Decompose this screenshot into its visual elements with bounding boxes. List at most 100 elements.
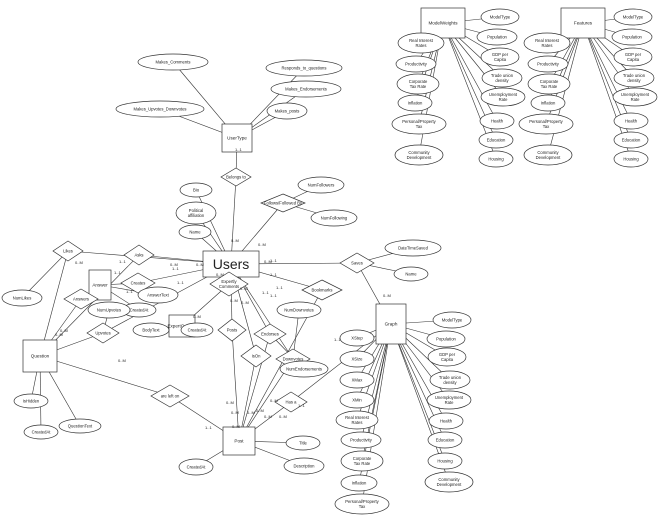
attribute-g_modeltype[interactable]: ModelType [432,311,472,329]
attribute-a_title[interactable]: Title [285,435,321,451]
attribute-g_health[interactable]: Health [428,412,464,430]
attribute-a_numfollowing[interactable]: NumFollowing [310,209,358,227]
attribute-a_bodytext[interactable]: BodyText [132,322,170,338]
entity-users[interactable]: Users [202,250,260,278]
relationship-saves[interactable]: Saves [339,252,375,274]
attribute-a_bio[interactable]: Bio [179,182,213,198]
relationship-areleft[interactable]: are left on [150,384,190,408]
relationship-bookmarks[interactable]: Bookmarks [301,279,343,301]
attribute-g_inflation[interactable]: Inflation [340,474,378,492]
attribute-g_productivity[interactable]: Productivity [340,431,382,449]
relationship-hasa[interactable]: Has a [274,391,308,413]
attribute-a_numendorsements[interactable]: NumEndorsements [279,360,329,378]
attribute-a_responds[interactable]: Responds_to_questions [265,59,343,77]
attribute-a_ishidden[interactable]: IsHidden [13,393,49,409]
relationship-isOn[interactable]: IsOn [240,344,272,368]
relationship-creates[interactable]: Creates [120,272,156,294]
attribute-f_education[interactable]: Education [613,131,649,149]
attribute-a_numfollowers[interactable]: NumFollowers [297,176,345,194]
attribute-g_xsize[interactable]: XSize [339,350,375,368]
attribute-mw_education[interactable]: Education [478,131,514,149]
entity-usertype[interactable]: UserType [221,123,253,153]
relationship-endorses[interactable]: Endorses [253,323,287,345]
attribute-ellipse [424,471,474,493]
attribute-g_education[interactable]: Education [427,431,463,449]
attribute-a_description[interactable]: Description [283,457,325,475]
attribute-a_numdownvotes[interactable]: NumDownvotes [276,301,322,319]
attribute-mw_inflation[interactable]: Inflation [397,94,433,112]
relationship-answers[interactable]: Answers [63,288,99,310]
attribute-a_numupvotes[interactable]: NumUpvotes [87,301,131,319]
relationship-belongs[interactable]: Belongs to [220,167,252,187]
attribute-mw_housing[interactable]: Housing [478,150,514,168]
relationship-upvotes[interactable]: Upvotes [86,322,120,344]
attribute-mw_modeltype[interactable]: ModelType [480,8,520,26]
attribute-f_housing[interactable]: Housing [613,150,649,168]
entity-answer[interactable]: Answer [88,269,112,301]
relationship-posts[interactable]: Posts [217,318,247,342]
attribute-g_population[interactable]: Population [426,330,466,348]
attribute-a_graphname[interactable]: Name [393,266,429,282]
attribute-f_population[interactable]: Population [611,28,653,46]
relationship-likes[interactable]: Likes [52,240,84,262]
attribute-label: Population [436,336,456,341]
attribute-g_xstep[interactable]: XStep [339,329,375,347]
attribute-mw_population[interactable]: Population [476,28,518,46]
attribute-a_name[interactable]: Name [178,224,212,240]
attribute-a_datetimesaved[interactable]: DateTimeSaved [384,239,442,257]
attribute-a_makes_comments[interactable]: Makes_Comments [137,53,209,71]
attribute-a_makes_posts[interactable]: Makes_posts [266,102,308,120]
attribute-ellipse [340,431,382,449]
attribute-g_housing[interactable]: Housing [427,452,463,470]
entity-post[interactable]: Post [222,426,256,456]
attribute-a_makes_upv[interactable]: Makes_Upvotes_Downvotes [115,100,205,118]
attribute-a_createdat_exp[interactable]: CreatedAt [180,322,214,338]
attribute-a_numlikes[interactable]: NumLikes [1,289,43,307]
cardinality-label: 0..M [383,293,391,298]
attribute-mw_health[interactable]: Health [479,112,515,130]
entity-modelweights[interactable]: ModelWeights [420,7,466,39]
relationship-asks[interactable]: Asks [123,244,155,266]
attribute-g_xmax[interactable]: XMax [339,371,375,389]
attribute-f_health[interactable]: Health [613,112,649,130]
entity-question[interactable]: Question [22,339,58,373]
attribute-mw_productivity[interactable]: Productivity [395,55,437,73]
attribute-f_inflation[interactable]: Inflation [530,94,566,112]
attribute-a_answertext[interactable]: AnswerText [137,286,179,304]
attribute-f_productivity[interactable]: Productivity [527,55,569,73]
attribute-ellipse [426,330,466,348]
attribute-a_questiontext[interactable]: QuestionText [58,418,102,434]
attribute-f_modeltype[interactable]: ModelType [613,8,653,26]
attribute-a_createdat_post[interactable]: CreatedAt [178,458,214,476]
attribute-a_makes_end[interactable]: Makes_Endorsements [270,80,342,98]
entity-features[interactable]: Features [560,7,606,39]
attribute-a_createdat_q[interactable]: CreatedAt [23,424,59,440]
attribute-a_createdat_ans[interactable]: CreatedAt [121,302,157,318]
attribute-g_xmin[interactable]: XMin [339,391,375,409]
entity-graph[interactable]: Graph [375,303,407,345]
relationship-follows[interactable]: Follows/Followed By [260,193,306,213]
